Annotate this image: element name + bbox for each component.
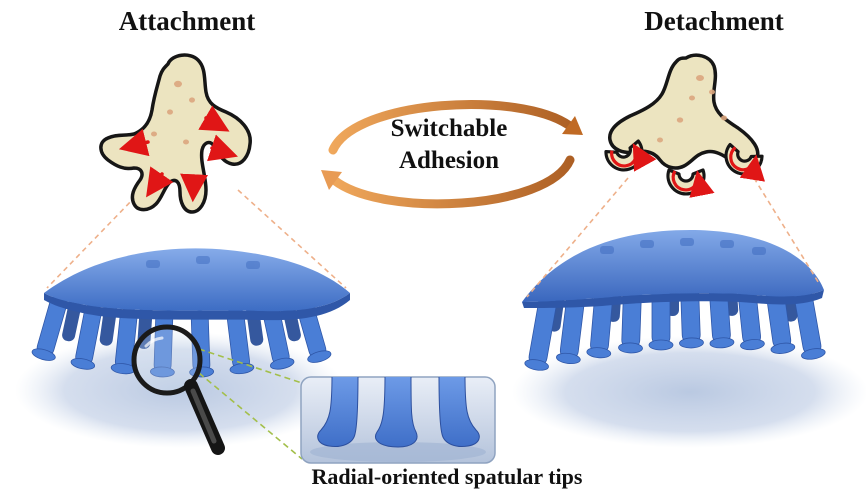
inset-connector-lines <box>198 348 303 460</box>
attachment-pad-pillars <box>31 295 332 378</box>
cycle-label-line2: Adhesion <box>399 147 499 174</box>
spatular-tip <box>556 352 581 365</box>
inset-spatular-pillar <box>438 377 480 447</box>
spatular-tip <box>740 339 765 351</box>
adhesion-direction-arrow-icon <box>198 105 230 132</box>
detachment-foot-outline <box>608 53 760 170</box>
adhesion-direction-arrow-icon <box>729 146 766 182</box>
spatular-tip <box>648 339 674 351</box>
spatular-tip <box>524 359 549 371</box>
adhesion-direction-arrow-icon <box>118 128 150 157</box>
detachment-pad-backing-layer <box>522 230 824 302</box>
spatular-tip <box>586 347 612 359</box>
attachment-zoom-connectors <box>46 189 347 289</box>
adhesion-direction-arrow-icon <box>146 166 174 198</box>
adhesion-direction-arrow-icon <box>180 173 209 203</box>
spatular-tip <box>70 358 96 370</box>
inset-spatular-pillar <box>375 377 418 448</box>
attachment-foot-illustration <box>99 53 252 214</box>
caption: Radial-oriented spatular tips <box>312 464 583 489</box>
magnifier-icon <box>131 324 225 455</box>
spatular-tip <box>801 348 826 360</box>
detachment-pad-front-edge <box>522 290 824 308</box>
adhesion-direction-arrow-icon <box>206 134 238 162</box>
cycle-arrow-top-head <box>562 116 583 135</box>
pad-surface-texture <box>600 238 766 255</box>
inset-spatular-pillar <box>317 377 359 447</box>
spatular-tip <box>770 342 796 354</box>
attachment-pad-front-edge <box>44 293 350 321</box>
spatular-tip <box>679 337 704 349</box>
adhesion-direction-arrows <box>118 105 238 203</box>
spatular-tip <box>709 337 735 349</box>
foot-speckles <box>657 75 727 143</box>
spatular-tips-inset <box>300 376 496 464</box>
detachment-title: Detachment <box>644 6 783 36</box>
detachment-foot-illustration <box>604 53 766 198</box>
magnifier-handle-sheen <box>190 388 217 444</box>
detachment-zoom-connectors <box>526 177 821 298</box>
attachment-pad <box>31 248 350 378</box>
cycle-arrow-bottom-icon <box>329 155 575 209</box>
curled-toe <box>666 168 715 198</box>
adhesion-direction-arrow-icon <box>610 143 657 172</box>
inset-floor-shadow <box>310 442 486 462</box>
cycle-label-line1: Switchable <box>391 115 508 142</box>
detachment-pad <box>522 230 826 371</box>
spatular-tip <box>307 350 332 363</box>
pad-surface-texture <box>146 256 260 269</box>
attachment-pad-backing-layer <box>44 248 350 312</box>
spatular-tip <box>149 366 175 378</box>
spatular-tip <box>31 348 56 361</box>
magnifier-glass-highlight <box>144 336 164 348</box>
attachment-title: Attachment <box>119 6 255 36</box>
spatular-tip <box>269 357 295 370</box>
curled-toe <box>724 142 766 182</box>
curled-toe <box>604 139 657 172</box>
cycle-arrows <box>321 100 583 209</box>
cycle-arrow-bottom-head <box>321 170 342 190</box>
detachment-pad-shadow <box>512 336 866 448</box>
adhesion-direction-arrow-icon <box>671 170 715 198</box>
cycle-arrow-top-icon <box>328 100 575 155</box>
attachment-foot-outline <box>99 53 252 214</box>
spatular-tip <box>618 342 643 354</box>
